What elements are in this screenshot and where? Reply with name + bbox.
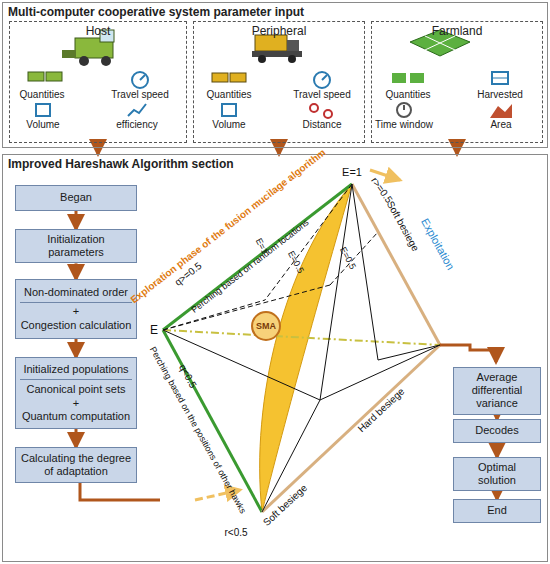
harvester-icon xyxy=(28,30,148,116)
group-panel: Improved Hareshawk Algorithm sectionBega… xyxy=(2,154,548,562)
node-text: Farmland xyxy=(372,22,542,38)
transport-vehicle-icon xyxy=(212,35,332,118)
diagram-label: Volume xyxy=(26,119,59,130)
diagram-label: Travel speed xyxy=(111,89,168,100)
node-text: Host xyxy=(10,22,186,38)
node-text: Average differential variance xyxy=(458,371,536,411)
node-text: Optimal solution xyxy=(458,461,536,487)
diagram-label: Travel speed xyxy=(293,89,350,100)
node-text: Calculating the degree of adaptation xyxy=(20,452,132,478)
node-text: SMA xyxy=(256,321,276,331)
flow-arrow xyxy=(97,143,100,154)
process-box: Initialized populationsCanonical point s… xyxy=(15,357,137,429)
diagram-label: Distance xyxy=(303,119,342,130)
diagram-label: Hard besiege xyxy=(355,386,406,435)
diagram-label: efficiency xyxy=(116,119,158,130)
diagram-label: r<0.5 xyxy=(224,527,247,538)
process-box: End xyxy=(453,499,541,523)
flow-arrow xyxy=(75,339,78,357)
diagram-label: Quantities xyxy=(206,89,251,100)
diagram-label: Harvested xyxy=(477,89,523,100)
diagram-label: Quantities xyxy=(385,89,430,100)
diagram-label: Quantities xyxy=(19,89,64,100)
diagram-label: E=1 xyxy=(342,166,362,178)
flow-arrow xyxy=(496,491,499,499)
node-text: Decodes xyxy=(475,424,518,437)
process-box: Calculating the degree of adaptation xyxy=(15,447,137,483)
node-text: Quantum computation xyxy=(22,410,130,423)
node-text: Initialized populations xyxy=(20,363,132,380)
sma-circle: SMA xyxy=(251,311,281,341)
group-panel: Multi-computer cooperative system parame… xyxy=(2,2,548,148)
node-text: Improved Hareshawk Algorithm section xyxy=(3,155,547,173)
diagram-label: Area xyxy=(490,119,511,130)
diagram-label: q<0.5 xyxy=(177,362,199,389)
process-box: Average differential variance xyxy=(453,367,541,415)
node-text: Began xyxy=(60,191,92,204)
diagram-label: Time window xyxy=(375,119,433,130)
node-text: + xyxy=(73,397,79,410)
flow-arrow xyxy=(278,143,281,154)
node-text: Multi-computer cooperative system parame… xyxy=(3,3,547,21)
flow-arrow xyxy=(456,143,459,154)
node-text: Congestion calculation xyxy=(21,319,132,332)
hawk-algorithm-diagram xyxy=(80,170,496,512)
node-text: + xyxy=(73,305,79,318)
node-text: End xyxy=(487,504,507,517)
process-box: Initialization parameters xyxy=(15,229,137,263)
diagram-label: E xyxy=(150,323,158,337)
process-box: Decodes xyxy=(453,419,541,443)
diagram-label: Volume xyxy=(212,119,245,130)
diagram-label: Exploitation xyxy=(419,216,457,272)
node-text: Non-dominated order xyxy=(20,286,132,303)
node-text: Initialization parameters xyxy=(20,233,132,259)
process-box: Non-dominated order +Congestion calculati… xyxy=(15,279,137,339)
process-box: Began xyxy=(15,185,137,211)
node-text: Canonical point sets xyxy=(26,383,125,396)
farmland-icon xyxy=(392,30,512,118)
flow-arrow xyxy=(75,263,78,279)
flow-arrow xyxy=(75,211,78,229)
process-box: Optimal solution xyxy=(453,457,541,491)
diagram-label: Soft besiege xyxy=(385,199,422,253)
flow-arrow xyxy=(496,443,499,457)
node-text: Peripheral xyxy=(194,22,364,38)
flow-arrow xyxy=(75,429,78,447)
diagram-label: Perching based on the positions of other… xyxy=(148,345,248,515)
